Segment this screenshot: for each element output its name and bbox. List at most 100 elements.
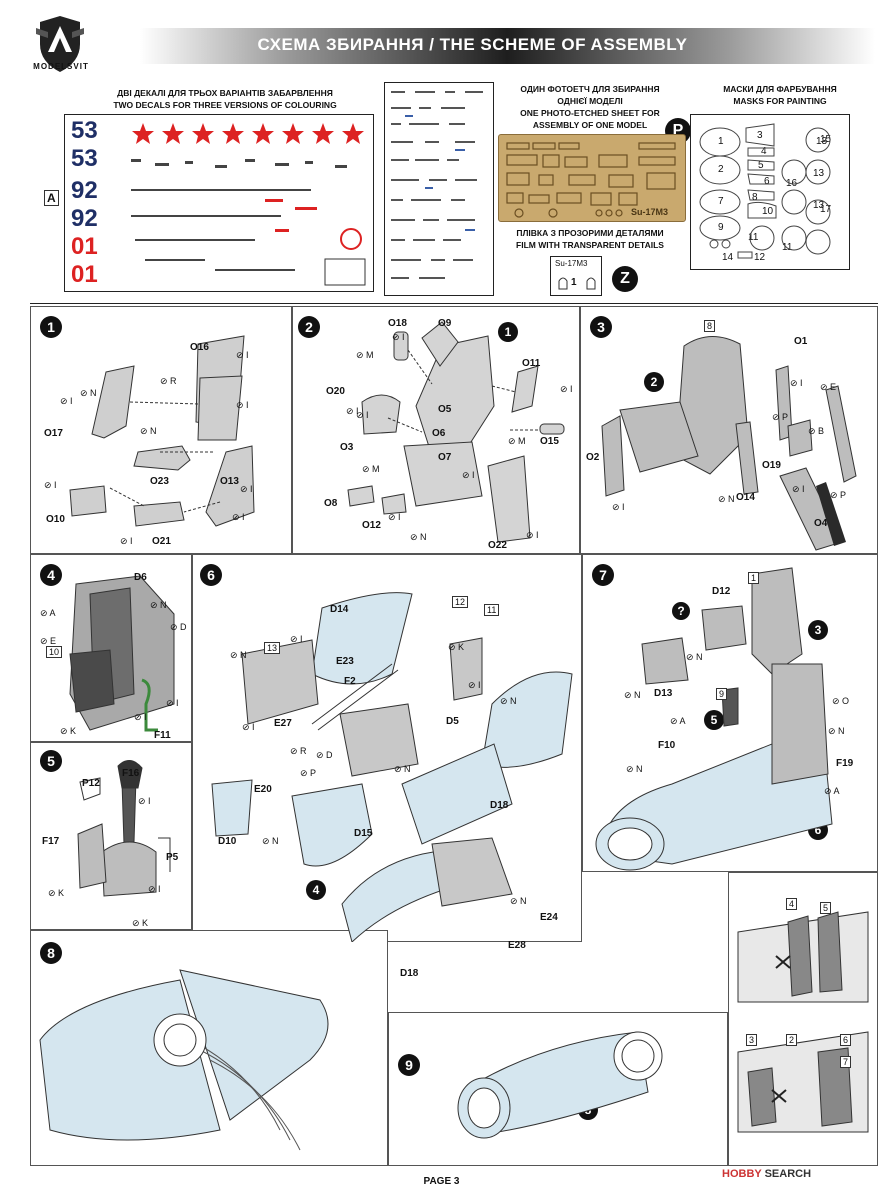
part-label: O4 [814,518,828,529]
decal-number: 53 [71,117,98,144]
mask-number: 3 [757,130,763,141]
transparent-part-number: 1 [571,277,577,288]
step-box-ref: 8 [704,320,716,332]
knife-tag: ⊘ I [462,470,475,480]
knife-tag: ⊘ I [792,484,805,494]
part-label: O20 [326,386,345,397]
part-label: O7 [438,452,452,463]
subassembly-ref: 2 [644,372,664,392]
knife-tag: ⊘ N [626,764,643,774]
part-label: F19 [836,758,854,769]
watermark-a: HOBBY [722,1168,762,1180]
knife-tag: ⊘ E [40,636,57,646]
part-label: D5 [446,716,459,727]
parts-section [30,72,878,304]
mask-number: 10 [762,206,774,217]
knife-tag: ⊘ N [150,600,167,610]
knife-tag: ⊘ N [410,532,427,542]
photoetch-caption-uk-1: ОДИН ФОТОЕТЧ ДЛЯ ЗБИРАННЯ [520,84,660,94]
knife-tag: ⊘ I [60,396,73,406]
step-number-5: 5 [40,750,62,772]
part-label: O14 [736,492,755,503]
decal-sheet-main: 53 53 92 92 01 01 [64,114,374,292]
knife-tag: ⊘ I [388,512,401,522]
step-2-illustration [347,321,565,543]
knife-tag: ⊘ K [132,918,149,928]
step-9-illustration [457,1031,663,1139]
masks-caption-uk: МАСКИ ДЛЯ ФАРБУВАННЯ [723,84,837,94]
knife-tag: ⊘ K [60,726,77,736]
knife-tag: ⊘ N [140,426,157,436]
part-label: P12 [82,778,100,789]
masks-caption-en: MASKS FOR PAINTING [733,96,827,106]
part-label: O8 [324,498,338,509]
part-label: E27 [274,718,292,729]
part-label: D6 [134,572,147,583]
step-8-illustration [39,969,329,1151]
part-label: O23 [150,476,169,487]
decal-number: 01 [71,233,98,260]
decal-caption-uk: ДВІ ДЕКАЛІ ДЛЯ ТРЬОХ ВАРІАНТІВ ЗАБАРВЛЕН… [117,88,333,98]
canopy-glass-icon [558,277,596,290]
part-label: D10 [218,836,237,847]
part-label: D15 [354,828,373,839]
decal-caption-en: TWO DECALS FOR THREE VERSIONS OF COLOURI… [113,100,337,110]
decal-number: 53 [71,145,98,172]
mask-number: 15 [820,134,832,145]
part-label: O21 [152,536,171,547]
decal-marker: A [44,190,59,206]
part-label: O17 [44,428,63,439]
knife-tag: ⊘ O [832,696,850,706]
step-6-illustration [211,592,573,942]
watermark: HOBBY SEARCH [722,1168,811,1180]
mask-number: 6 [764,176,770,187]
page-number: PAGE 3 [423,1176,460,1187]
modelsvit-logo-icon [36,16,84,72]
mask-number: 17 [820,204,832,215]
part-label: O15 [540,436,559,447]
step-number-2: 2 [298,316,320,338]
knife-tag: ⊘ I [290,634,303,644]
subassembly-ref: 3 [808,620,828,640]
step-number-9: 9 [398,1054,420,1076]
knife-tag: ⊘ K [48,888,65,898]
subassembly-ref: 4 [306,880,326,900]
knife-tag: ⊘ M [356,350,374,360]
knife-tag: ⊘ D [316,750,333,760]
part-label: F11 [154,730,171,741]
knife-tag: ⊘ N [262,836,279,846]
transparent-sheet-label: Su-17M3 [555,259,588,268]
photoetch-parts [506,142,676,218]
transparent-caption-en: FILM WITH TRANSPARENT DETAILS [516,240,664,250]
step-box-ref: 11 [484,604,500,616]
knife-tag: ⊘ A [40,608,56,618]
mask-number: 11 [748,232,759,243]
transparent-sheet: Su-17M3 1 [550,256,602,296]
knife-tag: ⊘ N [80,388,97,398]
knife-tag: ⊘ I [240,484,253,494]
part-label: D13 [654,688,673,699]
part-label: O16 [190,342,209,353]
knife-tag: ⊘ I [612,502,625,512]
mask-number: 14 [722,252,734,263]
mask-number: 8 [752,192,758,203]
reference-box: 2 [786,1034,798,1046]
part-label: O6 [432,428,446,439]
step-3-illustration [601,336,857,551]
part-label: O2 [586,452,600,463]
mask-number: 12 [754,252,766,263]
step-1-illustration [69,335,255,527]
decal-stars-and-markings [131,123,366,286]
step-box-ref: 13 [264,642,281,654]
step-number-4: 4 [40,564,62,586]
reference-box: 5 [820,902,832,914]
step-7-illustration [595,567,833,871]
part-label: P5 [166,852,179,863]
mask-number: 9 [718,222,724,233]
reference-illustrations [737,911,869,1133]
knife-tag: ⊘ N [686,652,703,662]
knife-tag: ⊘ I [120,536,133,546]
knife-tag: ⊘ I [236,400,249,410]
photoetch-sheet-label: Su-17M3 [631,207,669,217]
photoetch-caption-en-1: ONE PHOTO-ETCHED SHEET FOR [520,108,660,118]
